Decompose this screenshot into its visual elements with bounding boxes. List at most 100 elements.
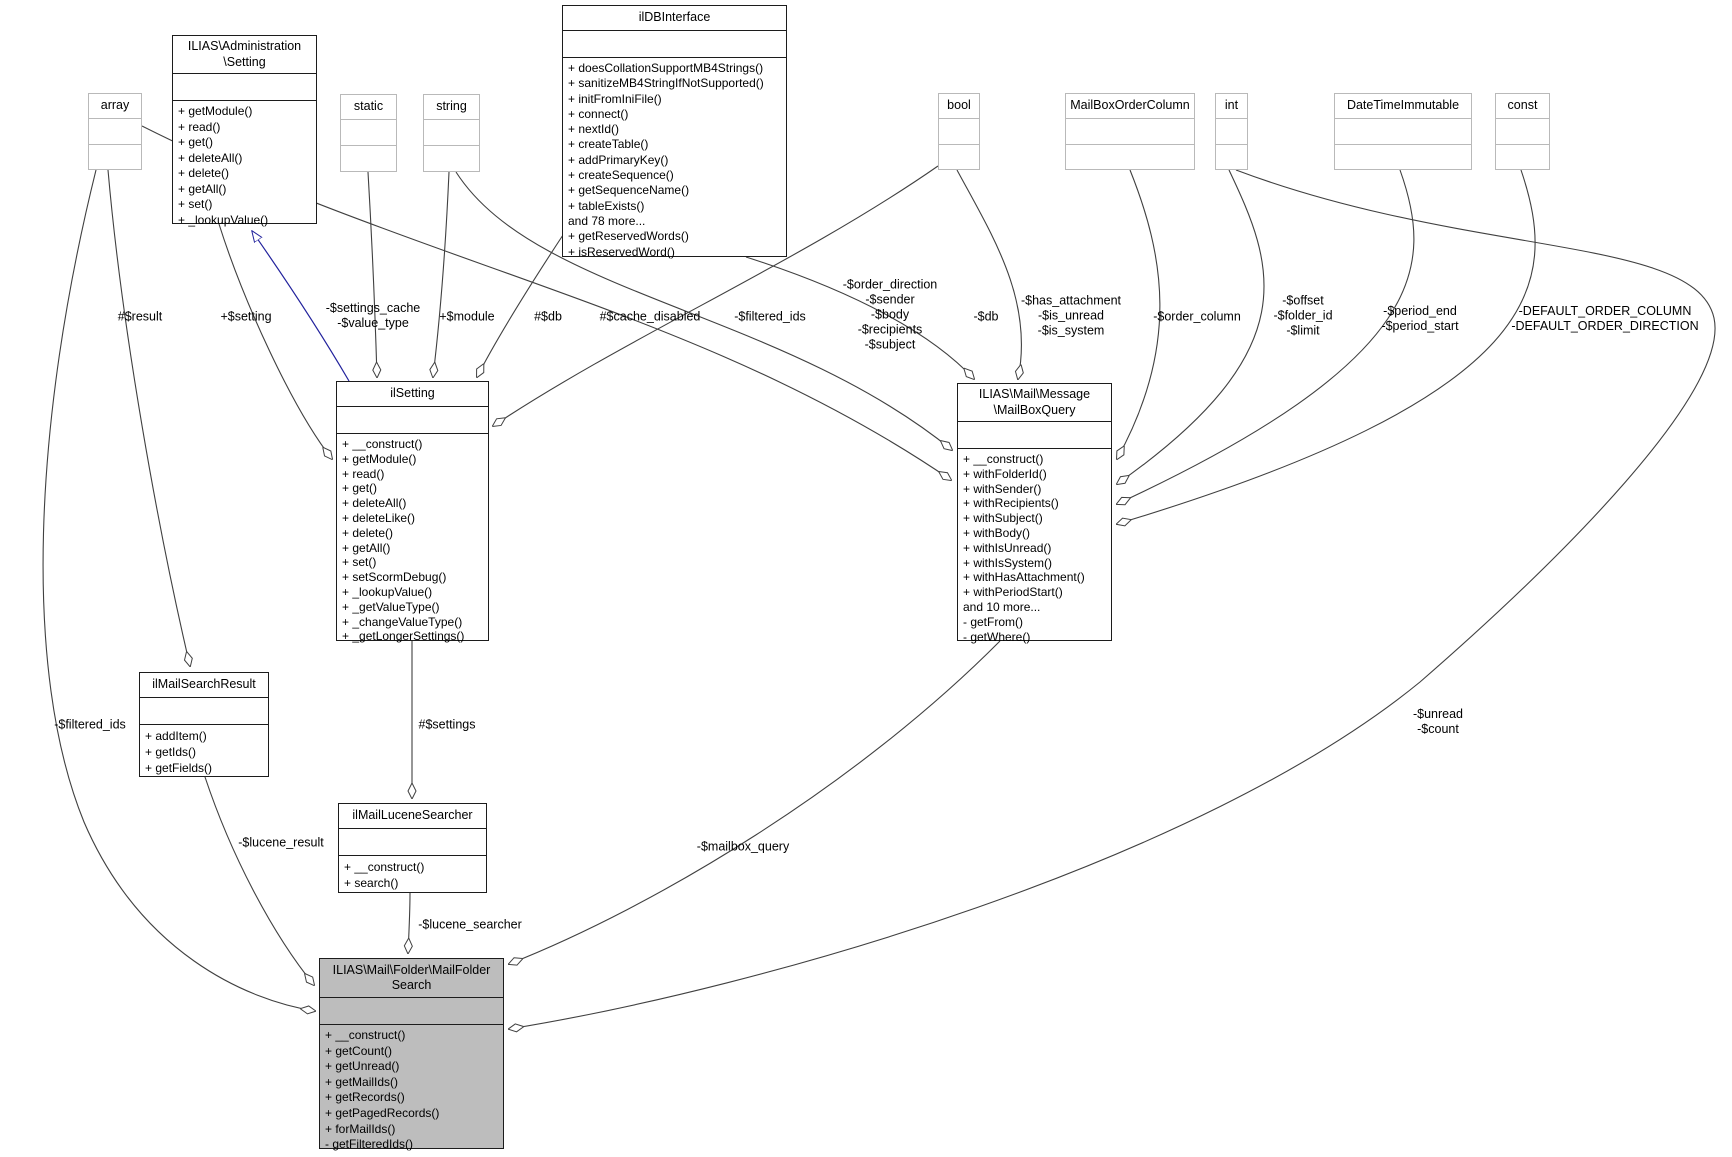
class-title-string: string <box>424 95 479 120</box>
methods-compartment <box>424 146 479 170</box>
method-line: + deleteLike() <box>342 510 416 525</box>
class-title-line: DateTimeImmutable <box>1346 98 1460 113</box>
class-title-line: \Setting <box>223 54 266 69</box>
edge-array-to-ilmailsearchresult <box>107 169 190 666</box>
class-title-mailboxquery: ILIAS\Mail\Message\MailBoxQuery <box>958 384 1111 422</box>
edge-int-to-mailboxquery <box>1117 169 1265 484</box>
edge-label-unread_count: -$unread -$count <box>1412 707 1464 736</box>
class-box-ilmaillucenesearcher[interactable]: ilMailLuceneSearcher+ __construct()+ sea… <box>338 803 487 893</box>
class-title-ilmailsearchresult: ilMailSearchResult <box>140 673 268 698</box>
class-title-mailboxordercolumn: MailBoxOrderColumn <box>1066 94 1194 119</box>
class-title-line: MailBoxOrderColumn <box>1070 98 1190 113</box>
method-line: + withBody() <box>963 525 1031 540</box>
edge-label-lucene_result: -$lucene_result <box>238 835 324 850</box>
class-title-static: static <box>341 95 396 120</box>
edge-label-filtered_ids_query: -$filtered_ids <box>734 309 806 324</box>
edge-bool-to-mailboxquery <box>956 169 1022 379</box>
methods-compartment: + __construct()+ getCount()+ getUnread()… <box>320 1025 503 1153</box>
method-line: + addItem() <box>145 729 207 743</box>
edge-label-order_column: -$order_column <box>1153 309 1241 324</box>
methods-compartment: + getModule()+ read()+ get()+ deleteAll(… <box>173 101 316 228</box>
attributes-compartment <box>89 119 141 145</box>
edge-label-period: -$period_end -$period_start <box>1381 304 1459 333</box>
methods-compartment <box>1335 145 1471 169</box>
edge-label-lucene_searcher: -$lucene_searcher <box>418 917 522 932</box>
method-line: + initFromIniFile() <box>568 91 662 106</box>
method-line: + getModule() <box>342 451 417 466</box>
method-line: + getCount() <box>325 1043 393 1058</box>
edge-const-to-mailboxquery <box>1117 169 1536 524</box>
attributes-compartment <box>339 829 486 856</box>
method-line: + getPagedRecords() <box>325 1105 440 1120</box>
method-line: + withHasAttachment() <box>963 570 1085 585</box>
edge-label-setting: +$setting <box>220 309 272 324</box>
attributes-compartment <box>1496 119 1549 145</box>
edge-setting-to-ilsetting <box>218 223 332 459</box>
method-line: + addPrimaryKey() <box>568 152 669 167</box>
method-line: + get() <box>178 135 214 149</box>
method-line: + withSender() <box>963 481 1042 496</box>
edge-array-to-mailfoldersearch <box>42 169 315 1011</box>
class-title-setting_interface: ILIAS\Administration\Setting <box>173 36 316 74</box>
edge-label-module: +$module <box>439 309 495 324</box>
method-line: + withIsSystem() <box>963 555 1053 570</box>
edge-datetimeimmutable-to-mailboxquery <box>1117 169 1415 504</box>
class-title-line: array <box>100 98 130 113</box>
method-line: + getAll() <box>342 540 391 555</box>
method-line: + getFields() <box>145 761 213 775</box>
class-box-static: static <box>340 94 397 172</box>
method-line: + createTable() <box>568 137 649 152</box>
attributes-compartment <box>337 407 488 434</box>
class-box-const: const <box>1495 93 1550 170</box>
class-box-int: int <box>1215 93 1248 170</box>
method-line: + getMailIds() <box>325 1074 399 1089</box>
method-line: + createSequence() <box>568 168 674 183</box>
class-title-line: bool <box>947 98 971 113</box>
class-title-line: int <box>1224 98 1239 113</box>
method-line: + sanitizeMB4StringIfNotSupported() <box>568 76 764 91</box>
class-title-line: ILIAS\Mail\Folder\MailFolder <box>332 962 491 977</box>
class-box-ilmailsearchresult[interactable]: ilMailSearchResult + addItem()+ getIds()+… <box>139 672 269 777</box>
attributes-compartment <box>1216 119 1247 145</box>
class-title-line: ilSetting <box>390 386 435 401</box>
class-title-line: string <box>436 99 467 114</box>
methods-compartment: + addItem()+ getIds()+ getFields() <box>140 725 268 776</box>
method-line: + tableExists() <box>568 198 645 213</box>
methods-compartment: + doesCollationSupportMB4Strings()+ sani… <box>563 58 786 260</box>
method-line: + doesCollationSupportMB4Strings() <box>568 61 764 75</box>
method-line: + withFolderId() <box>963 466 1047 481</box>
class-title-line: const <box>1507 98 1538 113</box>
class-box-ildbinterface[interactable]: ilDBInterface+ doesCollationSupportMB4St… <box>562 5 787 260</box>
method-line: + getSequenceName() <box>568 183 690 198</box>
method-line: + connect() <box>568 106 629 121</box>
method-line: + set() <box>178 197 213 211</box>
methods-compartment: + __construct() + search() <box>339 856 486 891</box>
class-box-setting_interface[interactable]: ILIAS\Administration\Setting + getModule(… <box>172 35 317 227</box>
class-box-ilsetting[interactable]: ilSetting+ __construct()+ getModule()+ r… <box>336 381 489 643</box>
class-box-mailboxordercolumn: MailBoxOrderColumn <box>1065 93 1195 170</box>
method-line: + withRecipients() <box>963 496 1059 511</box>
method-line: + __construct() <box>963 452 1044 466</box>
class-title-line: ILIAS\Administration <box>187 39 302 53</box>
methods-compartment <box>939 145 979 169</box>
class-title-int: int <box>1216 94 1247 119</box>
method-line: + delete() <box>342 525 394 540</box>
method-line: + search() <box>344 876 399 890</box>
edge-ildbinterface-to-ilsetting <box>477 234 564 377</box>
attributes-compartment <box>424 120 479 146</box>
class-title-ilsetting: ilSetting <box>337 382 488 407</box>
edge-static-to-ilsetting <box>367 171 377 377</box>
method-line: + get() <box>342 481 378 496</box>
edge-label-mailbox_query: -$mailbox_query <box>696 839 790 854</box>
class-title-line: \MailBoxQuery <box>993 402 1076 417</box>
edge-mailboxquery-to-mailfoldersearch <box>509 640 1001 964</box>
method-line: - getWhere() <box>963 629 1031 644</box>
method-line: + __construct() <box>344 860 425 874</box>
attributes-compartment <box>939 119 979 145</box>
class-box-mailboxquery[interactable]: ILIAS\Mail\Message\MailBoxQuery + __const… <box>957 383 1112 644</box>
class-box-datetimeimmutable: DateTimeImmutable <box>1334 93 1472 170</box>
methods-compartment <box>89 145 141 169</box>
method-line: + _lookupValue() <box>342 584 433 599</box>
